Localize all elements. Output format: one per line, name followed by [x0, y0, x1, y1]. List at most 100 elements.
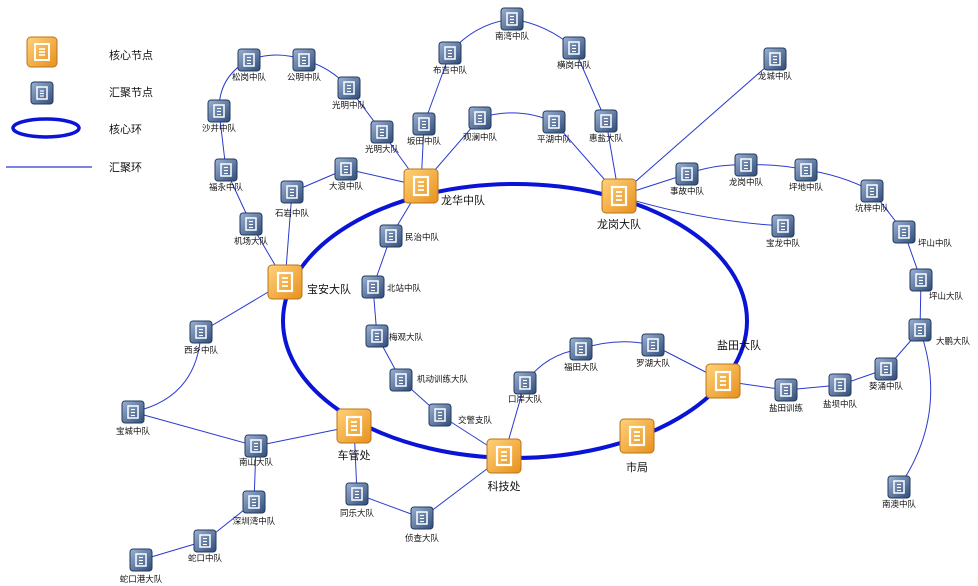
node-henggang[interactable]: 横岗中队: [557, 36, 592, 71]
agg-node-icon: [794, 158, 818, 182]
legend-agg-node-icon: [30, 81, 54, 105]
node-yantian[interactable]: 盐田大队: [705, 338, 761, 399]
node-guanlan[interactable]: 观澜中队: [463, 106, 498, 143]
node-baocheng[interactable]: 宝城中队: [116, 400, 151, 437]
node-tongle[interactable]: 同乐大队: [340, 482, 375, 519]
node-minzhi[interactable]: 民治中队: [379, 224, 440, 248]
node-shajing[interactable]: 沙井中队: [202, 99, 237, 134]
link-henggang-huiyan: [573, 47, 607, 122]
agg-node-icon: [207, 99, 231, 123]
node-dapeng[interactable]: 大鹏大队: [908, 318, 971, 347]
node-beizhan[interactable]: 北站中队: [361, 275, 422, 299]
legend: 核心节点 汇聚节点 核心环 汇聚环: [6, 36, 153, 174]
legend-core-ring-sample: [11, 117, 81, 139]
node-longgang_zd[interactable]: 龙岗中队: [729, 153, 764, 188]
agg-node-icon: [428, 403, 452, 427]
node-label-kouan: 口岸大队: [508, 394, 543, 405]
node-label-tongle: 同乐大队: [340, 508, 375, 519]
node-shiyan[interactable]: 石岩中队: [275, 180, 310, 219]
node-futian[interactable]: 福田大队: [564, 337, 599, 373]
node-kouan[interactable]: 口岸大队: [508, 371, 543, 405]
node-nanshan[interactable]: 南山大队: [239, 434, 274, 468]
node-buji[interactable]: 布吉中队: [433, 41, 468, 76]
core-node-icon: [619, 418, 655, 454]
node-fuyong[interactable]: 福永中队: [209, 158, 244, 193]
node-label-xixiang: 西乡中队: [184, 345, 219, 356]
node-label-zhencha: 侦查大队: [405, 533, 440, 544]
agg-node-icon: [361, 275, 385, 299]
node-pingdi[interactable]: 坪地中队: [789, 158, 824, 193]
node-guangming_zd[interactable]: 光明中队: [332, 76, 367, 111]
agg-node-icon: [334, 157, 358, 181]
link-bantian-buji: [423, 52, 451, 125]
node-baolong[interactable]: 宝龙中队: [766, 214, 801, 249]
node-zhencha[interactable]: 侦查大队: [405, 506, 440, 544]
node-huiyan[interactable]: 惠盐大队: [589, 109, 624, 144]
node-label-buji: 布吉中队: [433, 65, 468, 76]
core-node-icon: [601, 178, 637, 214]
node-cheguan[interactable]: 车管处: [336, 408, 372, 462]
node-label-jidong: 机动训练大队: [417, 374, 469, 385]
agg-node-icon: [214, 158, 238, 182]
agg-node-icon: [189, 320, 213, 344]
node-shenzhenwan[interactable]: 深圳湾中队: [233, 490, 276, 527]
links-layer: [132, 18, 932, 561]
node-guangming_dd[interactable]: 光明大队: [365, 120, 400, 155]
node-label-jichang: 机场大队: [234, 236, 269, 247]
node-label-nanao: 南澳中队: [882, 499, 917, 510]
link-baocheng-nanshan: [132, 411, 257, 447]
node-pingshan_zd[interactable]: 坪山中队: [892, 220, 953, 249]
node-yanba[interactable]: 盐坝中队: [823, 373, 858, 410]
node-nanwan[interactable]: 南湾中队: [495, 7, 530, 42]
node-meilin[interactable]: 梅观大队: [365, 324, 424, 348]
node-label-longhua: 龙华中队: [441, 193, 485, 207]
node-shigu[interactable]: 事故中队: [670, 162, 705, 197]
node-longhua[interactable]: 龙华中队: [403, 168, 485, 207]
node-label-yantian: 盐田大队: [717, 338, 761, 352]
legend-agg-ring-label: 汇聚环: [109, 161, 142, 174]
core-node-icon: [336, 408, 372, 444]
agg-node-icon: [542, 110, 566, 134]
node-nanao[interactable]: 南澳中队: [882, 475, 917, 510]
agg-node-icon: [641, 333, 665, 357]
node-pingshan_dd[interactable]: 坪山大队: [909, 268, 964, 302]
node-longcheng[interactable]: 龙城中队: [758, 47, 793, 82]
node-label-futian: 福田大队: [564, 362, 599, 373]
node-jichang[interactable]: 机场大队: [234, 212, 269, 247]
node-jiaojing[interactable]: 交警支队: [428, 403, 493, 427]
node-keji[interactable]: 科技处: [486, 438, 522, 493]
agg-node-icon: [280, 180, 304, 204]
node-shekougang[interactable]: 蛇口港大队: [120, 548, 163, 585]
node-longgang[interactable]: 龙岗大队: [597, 178, 641, 231]
node-bantian[interactable]: 坂田中队: [407, 112, 442, 147]
node-pinghu[interactable]: 平湖中队: [537, 110, 572, 145]
legend-core-node-icon: [26, 36, 58, 68]
node-label-longgang_zd: 龙岗中队: [729, 177, 764, 188]
node-shekou[interactable]: 蛇口中队: [188, 529, 223, 564]
node-label-yanba: 盐坝中队: [823, 399, 858, 410]
agg-node-icon: [345, 482, 369, 506]
node-gongming[interactable]: 公明中队: [287, 48, 322, 83]
node-luohu[interactable]: 罗湖大队: [636, 333, 671, 369]
core-node-icon: [705, 363, 741, 399]
node-jidong[interactable]: 机动训练大队: [389, 368, 469, 392]
node-label-fuyong: 福永中队: [209, 182, 244, 193]
node-yantian_xl[interactable]: 盐田训练: [769, 378, 804, 414]
node-label-songgang: 松岗中队: [232, 72, 267, 83]
node-kuiyong[interactable]: 葵涌中队: [869, 357, 904, 392]
node-label-kuiyong: 葵涌中队: [869, 381, 904, 392]
agg-node-icon: [828, 373, 852, 397]
agg-node-icon: [892, 220, 916, 244]
node-songgang[interactable]: 松岗中队: [232, 48, 267, 83]
core-node-icon: [403, 168, 439, 204]
node-baoan[interactable]: 宝安大队: [267, 264, 351, 300]
link-longgang-baolong: [618, 195, 784, 227]
node-label-baocheng: 宝城中队: [116, 426, 151, 437]
core-node-icon: [486, 438, 522, 474]
node-label-nanshan: 南山大队: [239, 457, 274, 468]
node-kengzi[interactable]: 坑梓中队: [855, 179, 890, 214]
node-xixiang[interactable]: 西乡中队: [184, 320, 219, 356]
node-dalang[interactable]: 大浪中队: [329, 157, 364, 192]
node-shiju[interactable]: 市局: [619, 418, 655, 474]
